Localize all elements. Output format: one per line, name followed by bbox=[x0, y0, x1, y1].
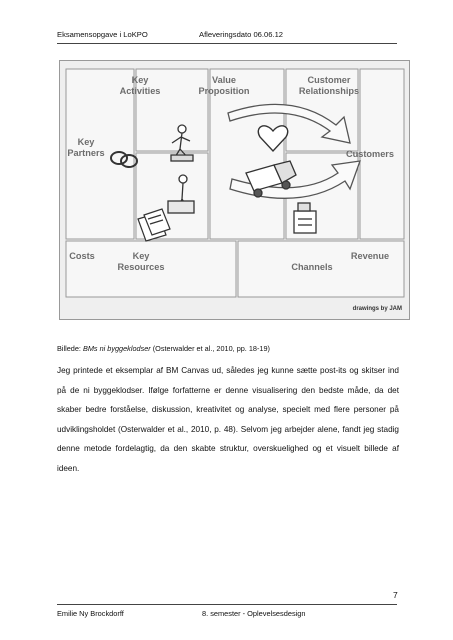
label-value-proposition-1: Value bbox=[212, 75, 236, 85]
label-costs: Costs bbox=[69, 251, 95, 261]
block-customers bbox=[359, 68, 405, 240]
label-key-partners-1: Key bbox=[78, 137, 96, 147]
label-customers: Customers bbox=[346, 149, 394, 159]
block-revenue bbox=[237, 240, 405, 298]
footer-semester: 8. semester - Oplevelsesdesign bbox=[202, 609, 306, 618]
documents-icon bbox=[137, 208, 171, 242]
page-number: 7 bbox=[393, 590, 398, 600]
header-deadline: Afleveringsdato 06.06.12 bbox=[199, 30, 284, 39]
truck-icon bbox=[245, 160, 297, 198]
label-channels: Channels bbox=[291, 262, 332, 272]
caption-prefix: Billede: bbox=[57, 344, 83, 353]
canvas-blocks bbox=[65, 68, 405, 298]
footer-author: Emilie Ny Brockdorff bbox=[57, 609, 124, 618]
label-revenue: Revenue bbox=[351, 251, 389, 261]
block-value-proposition bbox=[209, 68, 285, 240]
footer-divider bbox=[57, 604, 397, 605]
block-key-activities bbox=[135, 68, 209, 152]
worker-icon bbox=[170, 124, 194, 162]
heart-icon bbox=[257, 125, 289, 153]
body-paragraph: Jeg printede et eksemplar af BM Canvas u… bbox=[57, 366, 399, 473]
block-key-partners bbox=[65, 68, 135, 240]
cash-register-icon bbox=[293, 202, 317, 234]
arrow-top-icon bbox=[227, 103, 351, 144]
drawing-credit: drawings by JAM bbox=[353, 306, 402, 312]
label-customer-relationships-2: Relationships bbox=[299, 86, 359, 96]
label-key-resources-2: Resources bbox=[118, 262, 165, 272]
block-costs bbox=[65, 240, 237, 298]
label-key-resources-1: Key bbox=[133, 251, 151, 261]
business-model-canvas-figure: Key Activities Value Proposition Custome… bbox=[59, 60, 410, 320]
resource-person-icon bbox=[167, 174, 195, 214]
label-key-partners-2: Partners bbox=[67, 148, 104, 158]
label-key-activities-1: Key bbox=[132, 75, 150, 85]
label-customer-relationships-1: Customer bbox=[308, 75, 351, 85]
caption-source: (Osterwalder et al., 2010, pp. 18-19) bbox=[152, 344, 270, 353]
label-key-activities-2: Activities bbox=[120, 86, 161, 96]
rings-icon bbox=[110, 151, 138, 168]
header-divider bbox=[57, 43, 397, 44]
caption-title: BMs ni byggeklodser bbox=[82, 344, 153, 353]
header-course: Eksamensopgave i LoKPO bbox=[57, 30, 148, 39]
page-header: Eksamensopgave i LoKPO Afleveringsdato 0… bbox=[57, 30, 397, 44]
label-value-proposition-2: Proposition bbox=[198, 86, 249, 96]
figure-caption: Billede: BMs ni byggeklodser (Osterwalde… bbox=[57, 344, 270, 353]
canvas-drawing: Key Activities Value Proposition Custome… bbox=[65, 68, 405, 312]
